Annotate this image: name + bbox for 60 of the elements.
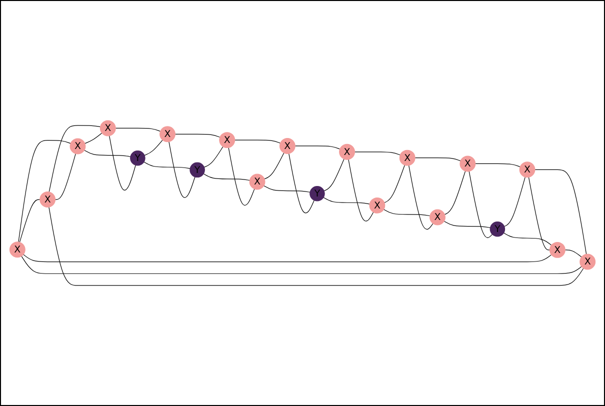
connector bbox=[475, 163, 520, 168]
connector bbox=[23, 254, 552, 262]
connector bbox=[564, 250, 582, 258]
connector bbox=[354, 152, 400, 156]
connector bbox=[444, 220, 491, 228]
node-circle: X bbox=[430, 209, 446, 226]
connector bbox=[54, 153, 76, 200]
connector bbox=[203, 173, 250, 181]
connector bbox=[264, 152, 284, 180]
node-circle: X bbox=[219, 132, 236, 148]
connector bbox=[48, 206, 584, 286]
connector bbox=[48, 125, 101, 192]
node-circle: X bbox=[160, 126, 176, 142]
connector bbox=[204, 146, 224, 168]
connector bbox=[144, 140, 163, 156]
connector bbox=[468, 170, 493, 238]
connector bbox=[84, 150, 131, 158]
connector bbox=[228, 147, 255, 206]
node-circle: X bbox=[549, 242, 566, 258]
node-circle: X bbox=[100, 120, 116, 136]
connector bbox=[115, 128, 161, 132]
node-circle: X bbox=[279, 138, 296, 154]
connector bbox=[384, 164, 406, 203]
node-circle: X bbox=[460, 156, 476, 172]
node-circle: Y bbox=[310, 186, 325, 202]
node-circle: X bbox=[249, 174, 266, 190]
connector bbox=[264, 185, 310, 193]
connector bbox=[414, 158, 461, 162]
node-circle: Y bbox=[190, 162, 205, 178]
connector bbox=[504, 176, 526, 227]
connector bbox=[174, 134, 220, 138]
node-circle: X bbox=[519, 162, 536, 178]
connector bbox=[408, 165, 434, 230]
node-circle: X bbox=[70, 138, 86, 154]
connector bbox=[19, 199, 40, 243]
connector bbox=[348, 159, 374, 222]
connector bbox=[21, 256, 582, 274]
connector bbox=[234, 140, 281, 144]
node-circle: Y bbox=[130, 150, 146, 166]
node-circle: Y bbox=[490, 221, 506, 237]
node-circle: X bbox=[580, 254, 596, 270]
connector bbox=[18, 140, 71, 242]
node-circle: X bbox=[369, 197, 386, 214]
node-circle: X bbox=[40, 192, 56, 208]
node-circle: X bbox=[9, 242, 26, 258]
connector bbox=[323, 197, 370, 204]
connector bbox=[294, 146, 340, 150]
node-circle: X bbox=[399, 150, 416, 166]
connector bbox=[383, 209, 430, 216]
connector bbox=[109, 135, 136, 190]
connector bbox=[288, 153, 314, 214]
node-circle: X bbox=[339, 144, 355, 160]
connector bbox=[444, 170, 466, 215]
connector bbox=[528, 176, 550, 250]
connector bbox=[503, 232, 552, 246]
connector bbox=[84, 132, 102, 144]
connector bbox=[168, 141, 196, 198]
connector bbox=[144, 162, 190, 169]
connector bbox=[324, 158, 344, 192]
connector bbox=[534, 169, 587, 254]
